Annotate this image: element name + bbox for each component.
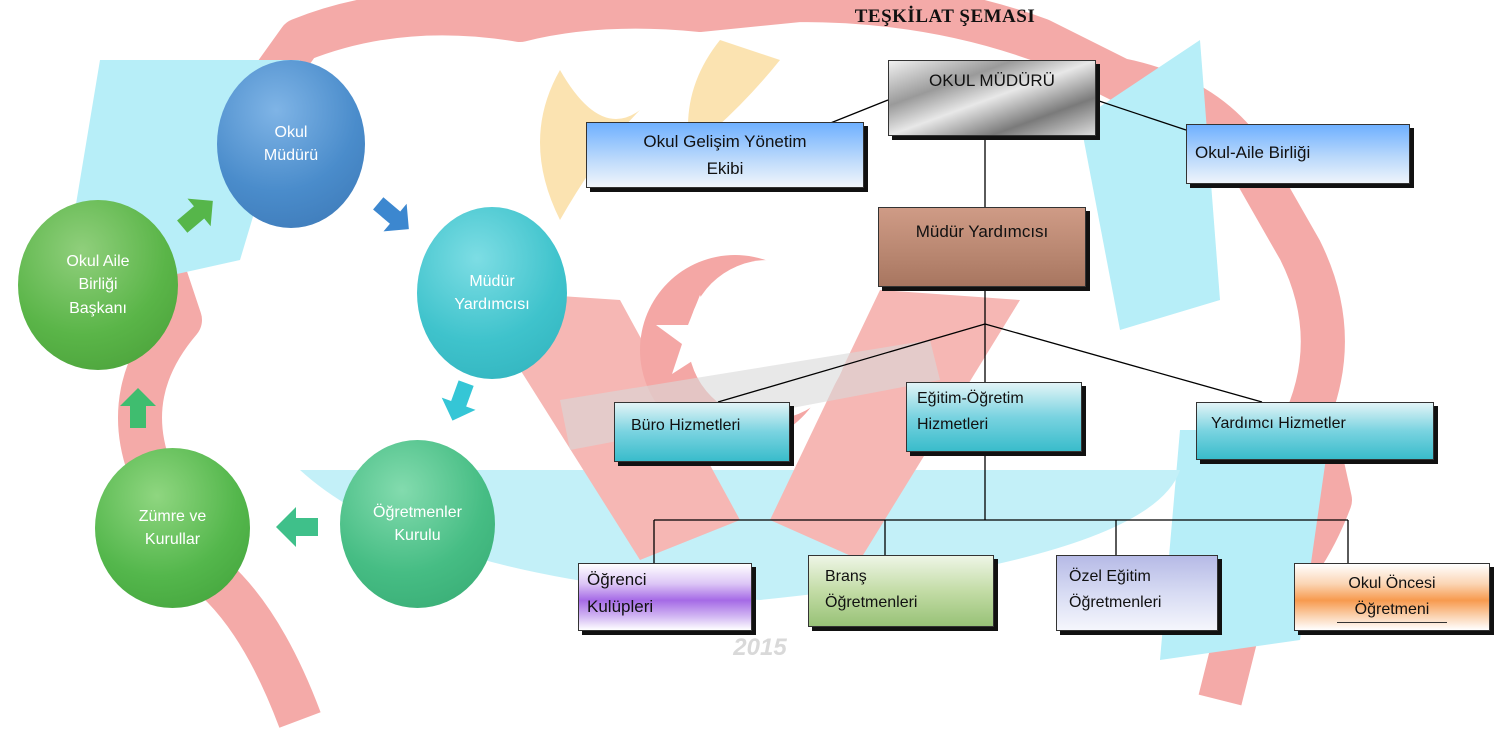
arrow-to-okul-muduru <box>177 198 213 233</box>
org-okul-oncesi: Okul Öncesi Öğretmeni <box>1294 563 1490 631</box>
cycle-okul-aile-label: Okul Aile Birliği Başkanı <box>66 253 130 317</box>
org-okul-muduru-label: OKUL MÜDÜRÜ <box>929 71 1055 90</box>
cycle-ogretmenler-kurulu-label: Öğretmenler Kurulu <box>373 503 462 544</box>
org-okul-aile-birligi: Okul-Aile Birliği <box>1186 124 1410 184</box>
org-ogrenci-kulupleri: Öğrenci Kulüpleri <box>578 563 752 631</box>
org-yardimci-hizmetler: Yardımcı Hizmetler <box>1196 402 1434 460</box>
org-brans-ogretmenleri-label: Branş Öğretmenleri <box>825 568 918 611</box>
cycle-okul-muduru: Okul Müdürü <box>217 60 365 228</box>
watermark-year: 2015 <box>732 634 787 661</box>
arrow-to-okul-aile <box>120 388 156 428</box>
org-okul-oncesi-label: Okul Öncesi Öğretmeni <box>1337 571 1447 624</box>
org-okul-aile-birligi-label: Okul-Aile Birliği <box>1195 143 1311 162</box>
cycle-okul-aile: Okul Aile Birliği Başkanı <box>18 200 178 370</box>
page-title: TEŞKİLAT ŞEMASI <box>854 6 1036 27</box>
cycle-okul-muduru-label: Okul Müdürü <box>263 123 319 164</box>
org-buro-hizmetleri: Büro Hizmetleri <box>614 402 790 462</box>
org-mudur-yardimcisi: Müdür Yardımcısı <box>878 207 1086 287</box>
org-egitim-hizmetleri-label: Eğitim-Öğretim Hizmetleri <box>917 390 1024 433</box>
org-ozel-egitim-label: Özel Eğitim Öğretmenleri <box>1069 568 1162 611</box>
org-ozel-egitim: Özel Eğitim Öğretmenleri <box>1056 555 1218 631</box>
org-buro-hizmetleri-label: Büro Hizmetleri <box>631 417 741 434</box>
org-gelisim-ekibi: Okul Gelişim Yönetim Ekibi <box>586 122 864 188</box>
arrow-to-ogretmenler-kurulu <box>441 380 476 421</box>
org-brans-ogretmenleri: Branş Öğretmenleri <box>808 555 994 627</box>
org-mudur-yardimcisi-label: Müdür Yardımcısı <box>915 222 1049 241</box>
org-gelisim-ekibi-label: Okul Gelişim Yönetim Ekibi <box>643 131 807 178</box>
cycle-mudur-yardimcisi-label: Müdür Yardımcısı <box>454 272 530 313</box>
org-egitim-hizmetleri: Eğitim-Öğretim Hizmetleri <box>906 382 1082 452</box>
arrow-to-zumre <box>276 507 318 547</box>
org-ogrenci-kulupleri-label: Öğrenci Kulüpleri <box>587 570 654 617</box>
org-yardimci-hizmetler-label: Yardımcı Hizmetler <box>1211 415 1346 432</box>
org-okul-muduru: OKUL MÜDÜRÜ <box>888 60 1096 136</box>
cycle-zumre: Zümre ve Kurullar <box>95 448 250 608</box>
cycle-ogretmenler-kurulu: Öğretmenler Kurulu <box>340 440 495 608</box>
cycle-zumre-label: Zümre ve Kurullar <box>138 507 207 548</box>
cycle-mudur-yardimcisi: Müdür Yardımcısı <box>417 207 567 379</box>
arrow-to-mudur-yardimcisi <box>373 197 409 232</box>
